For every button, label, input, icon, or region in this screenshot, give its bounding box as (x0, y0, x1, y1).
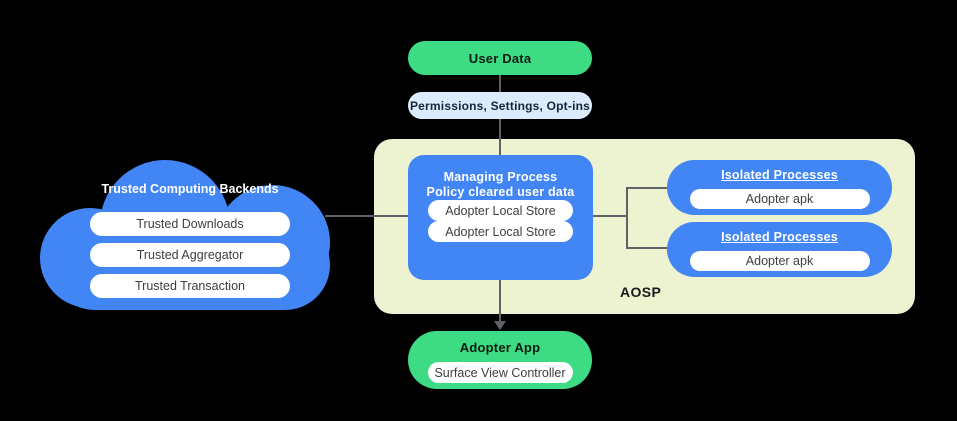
adopter-apk-2[interactable]: Adopter apk (689, 251, 870, 271)
adopter-app-node[interactable]: Adopter App Surface View Controller (408, 331, 592, 389)
isolated-process-node-1[interactable]: Isolated Processes Adopter apk (667, 160, 892, 215)
isolated-process-node-2[interactable]: Isolated Processes Adopter apk (667, 222, 892, 277)
permissions-settings-optins-node[interactable]: Permissions, Settings, Opt-ins (408, 92, 592, 119)
aosp-label: AOSP (620, 284, 662, 300)
connector-bracket-to-isolated-2 (626, 247, 668, 249)
connector-bracket-to-isolated-1 (626, 187, 668, 189)
permissions-label: Permissions, Settings, Opt-ins (409, 98, 591, 113)
cloud-service-trusted-transaction[interactable]: Trusted Transaction (90, 274, 290, 298)
arrowhead-adopterapp-icon (494, 321, 506, 330)
connector-permissions-managing (499, 119, 501, 155)
surface-view-controller[interactable]: Surface View Controller (427, 362, 573, 383)
cloud-title: Trusted Computing Backends (101, 182, 279, 196)
adopter-apk-1[interactable]: Adopter apk (689, 189, 870, 209)
cloud-service-trusted-aggregator[interactable]: Trusted Aggregator (90, 243, 290, 267)
managing-process-title-line-2: Policy cleared user data (426, 185, 575, 199)
adopter-local-store-2[interactable]: Adopter Local Store (428, 221, 573, 242)
connector-bracket-spine (626, 187, 628, 248)
adopter-local-store-1[interactable]: Adopter Local Store (428, 200, 573, 221)
managing-process-title: Managing Process Policy cleared user dat… (427, 170, 575, 200)
connector-managing-bracket-stem (593, 215, 628, 217)
isolated-process-title-2[interactable]: Isolated Processes (721, 230, 838, 244)
managing-process-node[interactable]: Managing Process Policy cleared user dat… (408, 155, 593, 280)
connector-userdata-permissions (499, 75, 501, 92)
connector-managing-adopterapp (499, 280, 501, 323)
adopter-app-title: Adopter App (459, 340, 541, 355)
user-data-node[interactable]: User Data (408, 41, 592, 75)
cloud-service-trusted-downloads[interactable]: Trusted Downloads (90, 212, 290, 236)
user-data-label: User Data (468, 50, 532, 66)
managing-process-title-line-1: Managing Process (443, 170, 558, 184)
isolated-process-title-1[interactable]: Isolated Processes (721, 168, 838, 182)
connector-cloud-managing (325, 215, 408, 217)
